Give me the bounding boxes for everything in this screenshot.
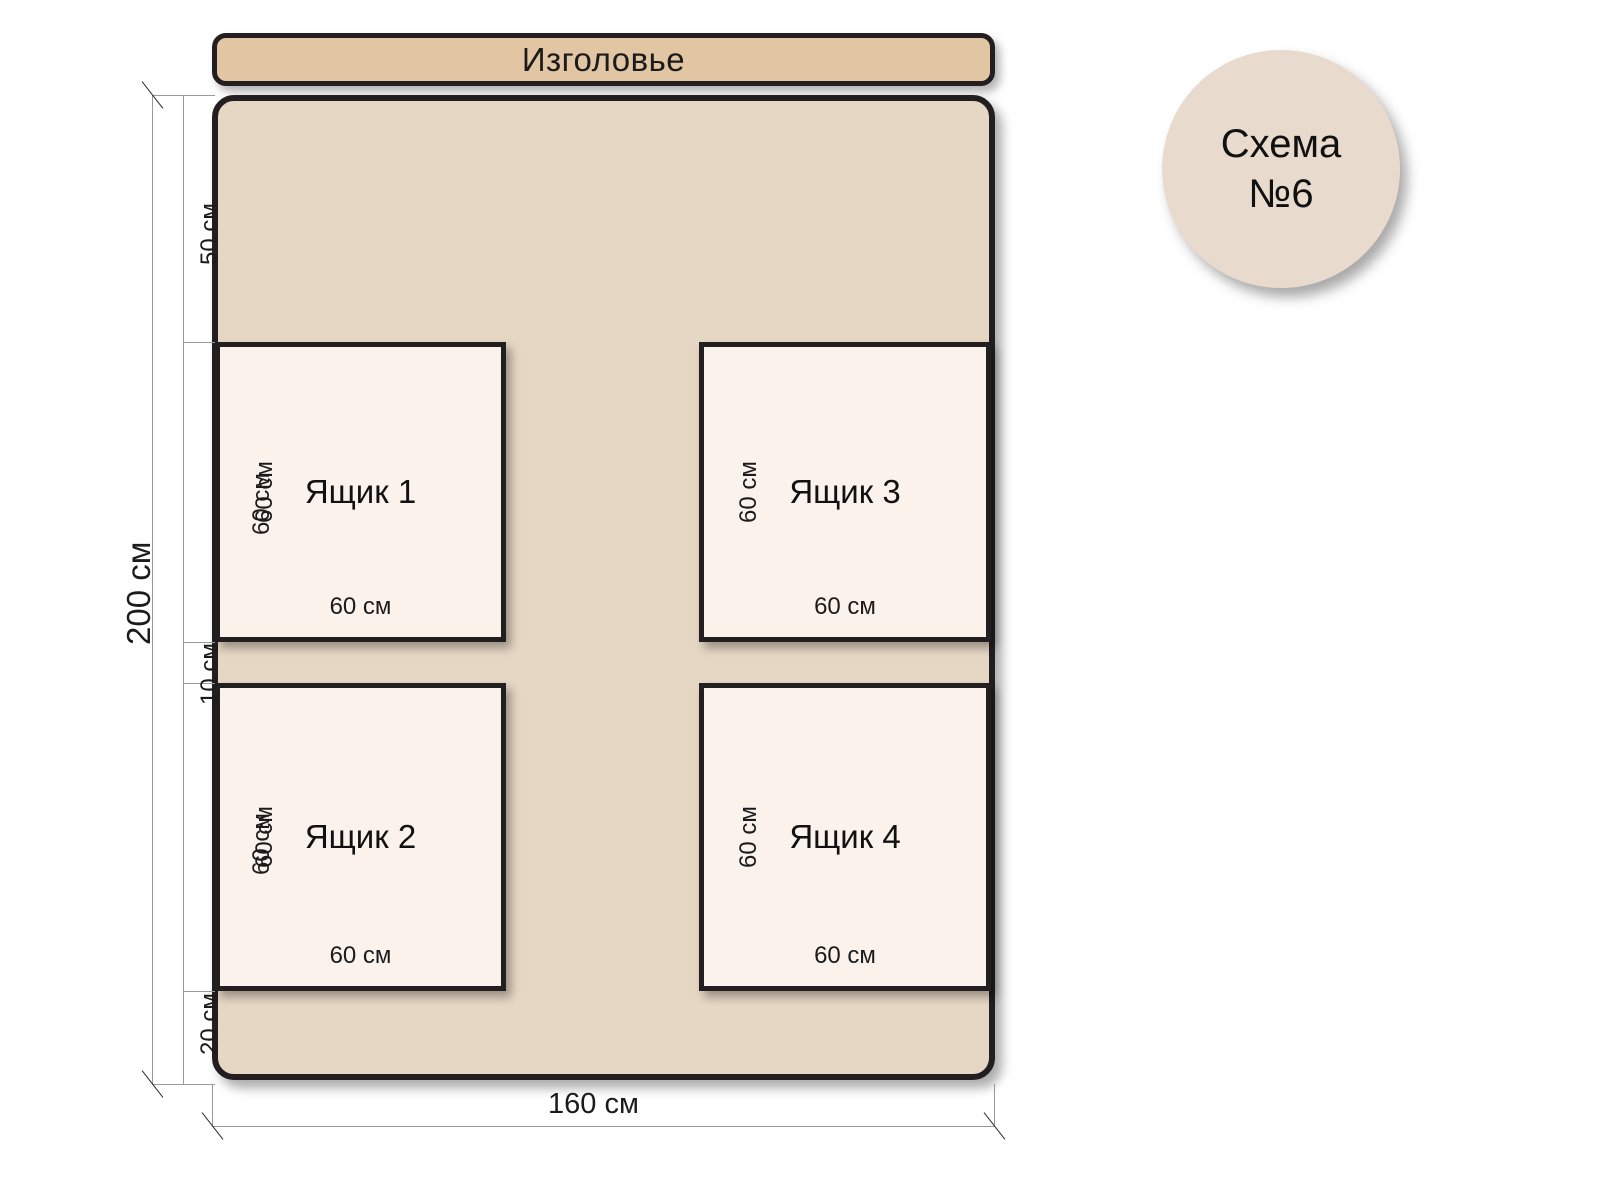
drawer-4-title: Ящик 4 — [789, 818, 901, 855]
overall-width-left-extension — [212, 1084, 213, 1126]
segment-tick-120 — [183, 683, 215, 684]
overall-width-right-extension — [994, 1084, 995, 1126]
drawer-4[interactable]: 60 см Ящик 4 60 см — [699, 683, 991, 991]
scheme-badge-line-2: №6 — [1248, 172, 1314, 216]
segment-tick-110 — [183, 642, 215, 643]
segment-tick-180 — [183, 991, 215, 992]
drawer-4-width-label: 60 см — [814, 942, 876, 969]
segment-label-bottom-gap: 20 см — [196, 993, 223, 1055]
drawer-1-title: Ящик 1 — [304, 473, 417, 510]
overall-width-label: 160 см — [548, 1088, 639, 1120]
segment-label-middle-gap: 10 см — [196, 643, 223, 705]
overall-height-label: 200 см — [120, 541, 157, 645]
segment-tick-50 — [183, 342, 215, 343]
drawer-2-title: Ящик 2 — [304, 818, 417, 855]
drawer-2-width-label: 60 см — [329, 942, 392, 969]
segment-label-drawer-row-2: 60 см — [248, 813, 275, 875]
drawer-3[interactable]: 60 см Ящик 3 60 см — [699, 342, 991, 642]
segment-label-drawer-row-1: 60 см — [248, 473, 275, 535]
scheme-badge: Схема №6 — [1162, 50, 1400, 288]
overall-width-dim-line — [212, 1126, 995, 1127]
drawer-3-width-label: 60 см — [814, 593, 876, 620]
drawer-1[interactable]: 60 см Ящик 1 60 см — [215, 342, 506, 642]
overall-height-dim-line — [152, 95, 153, 1085]
segment-label-top-gap: 50 см — [196, 203, 223, 265]
headboard-bar: Изголовье — [212, 33, 995, 86]
segment-dim-line — [183, 95, 184, 1085]
headboard-label: Изголовье — [521, 40, 686, 78]
drawer-3-title: Ящик 3 — [789, 473, 901, 510]
drawer-2[interactable]: 60 см Ящик 2 60 см — [215, 683, 506, 991]
scheme-badge-line-1: Схема — [1220, 122, 1342, 166]
drawer-1-width-label: 60 см — [329, 593, 392, 620]
